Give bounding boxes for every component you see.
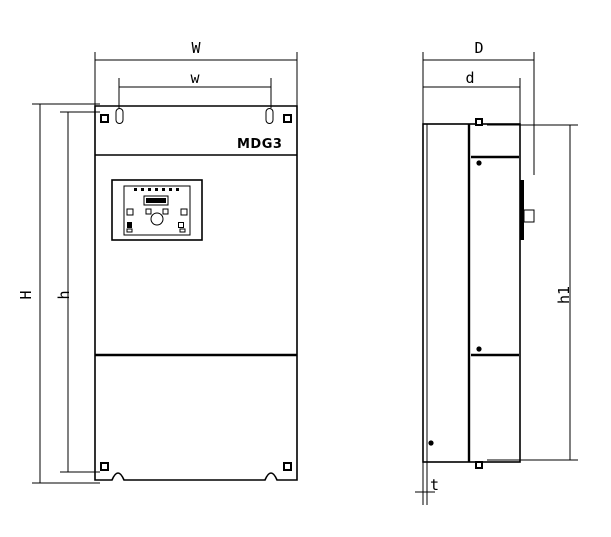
dim-label-D: D: [474, 39, 483, 57]
front-body-outline: [94, 105, 298, 481]
keypad-button: [145, 208, 152, 215]
dim-label-h1: h1: [555, 286, 573, 304]
dimension-W: W: [94, 39, 298, 110]
keypad-button: [180, 208, 188, 216]
keypad-panel: [111, 179, 203, 241]
dimension-h1: h1: [487, 124, 578, 461]
keypad-button: [162, 208, 169, 215]
dimension-D: D: [422, 39, 535, 175]
dim-label-H: H: [17, 290, 35, 299]
keypad-indicators: [134, 188, 179, 191]
dim-label-W: W: [191, 39, 201, 57]
dimension-d: d: [423, 69, 521, 124]
dimension-w: w: [118, 69, 272, 108]
front-view: W w H h: [17, 39, 298, 484]
dimension-h: h: [55, 111, 100, 473]
dim-label-d: d: [465, 69, 474, 87]
top-keyholes: [115, 108, 274, 124]
side-keypad-protrusion: [520, 180, 524, 240]
dimension-H: H: [17, 103, 100, 484]
brand-label: MDG3: [237, 137, 282, 152]
dim-label-w: w: [190, 69, 200, 87]
corner-screws: [100, 114, 292, 471]
keypad-knob: [150, 212, 164, 226]
dim-label-h: h: [55, 290, 73, 299]
side-body-outline: [422, 123, 521, 463]
keypad-button: [126, 208, 134, 216]
dimension-t: t: [415, 460, 439, 505]
dim-label-t: t: [430, 476, 439, 494]
keypad-display: [143, 195, 169, 206]
side-view: D d h1 t: [415, 39, 578, 505]
